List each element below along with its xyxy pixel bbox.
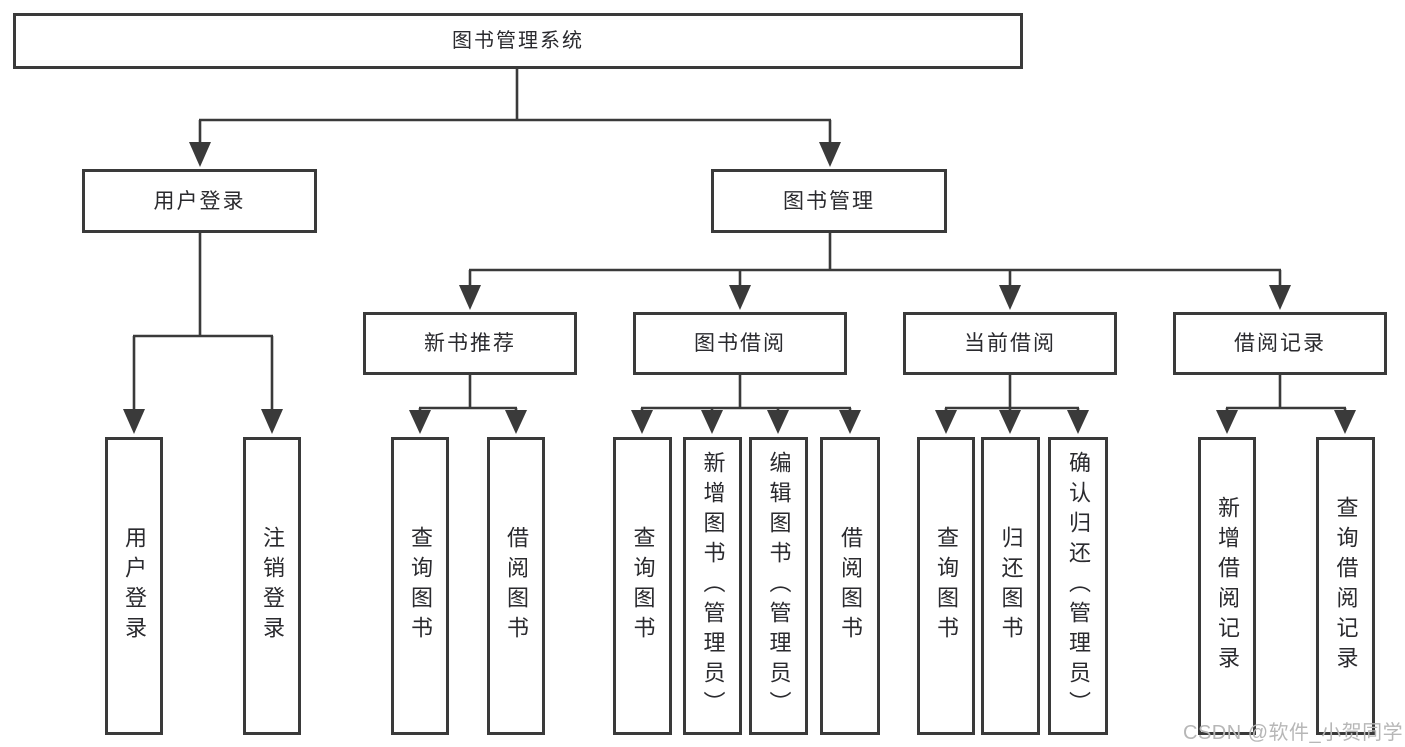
node-label: 图书管理 [783,189,875,213]
node-user-login-branch: 用户登录 [82,169,317,233]
node-label: 图书借阅 [694,332,786,355]
node-borrowing-records: 借阅记录 [1173,312,1387,375]
leaf-return-book: 归还图书 [981,437,1040,735]
leaf-edit-book-admin: 编辑图书（管理员） [749,437,808,735]
leaf-add-borrow-record: 新增借阅记录 [1198,437,1256,735]
node-current-borrowing: 当前借阅 [903,312,1117,375]
leaf-add-book-admin: 新增图书（管理员） [683,437,742,735]
node-book-management: 图书管理 [711,169,947,233]
node-label: 注销登录 [260,526,285,646]
node-book-borrowing: 图书借阅 [633,312,847,375]
node-label: 用户登录 [153,189,246,213]
leaf-borrow-book: 借阅图书 [820,437,880,735]
leaf-logout: 注销登录 [243,437,301,735]
node-label: 用户登录 [122,526,147,646]
node-label: 查询图书 [630,526,656,646]
node-label: 借阅记录 [1234,332,1326,355]
node-label: 新增图书（管理员） [700,451,726,721]
node-label: 查询借阅记录 [1333,496,1359,676]
leaf-borrow-book-recommend: 借阅图书 [487,437,545,735]
node-new-book-recommendation: 新书推荐 [363,312,577,375]
leaf-query-borrow-record: 查询借阅记录 [1316,437,1375,735]
leaf-query-book-recommend: 查询图书 [391,437,449,735]
node-label: 当前借阅 [964,332,1056,355]
node-label: 查询图书 [934,526,959,646]
node-label: 编辑图书（管理员） [766,451,792,721]
node-label: 借阅图书 [504,526,529,646]
leaf-query-book-borrowing: 查询图书 [613,437,672,735]
node-label: 借阅图书 [838,526,863,646]
leaf-confirm-return-admin: 确认归还（管理员） [1048,437,1108,735]
node-label: 图书管理系统 [452,30,584,52]
leaf-query-book-current: 查询图书 [917,437,975,735]
leaf-user-login: 用户登录 [105,437,163,735]
node-label: 确认归还（管理员） [1066,451,1091,721]
node-label: 归还图书 [998,526,1024,646]
node-label: 查询图书 [408,526,433,646]
csdn-watermark: CSDN @软件_小贺同学 [1183,722,1404,744]
node-library-management-system: 图书管理系统 [13,13,1023,69]
node-label: 新书推荐 [424,332,516,355]
node-label: 新增借阅记录 [1215,496,1240,676]
